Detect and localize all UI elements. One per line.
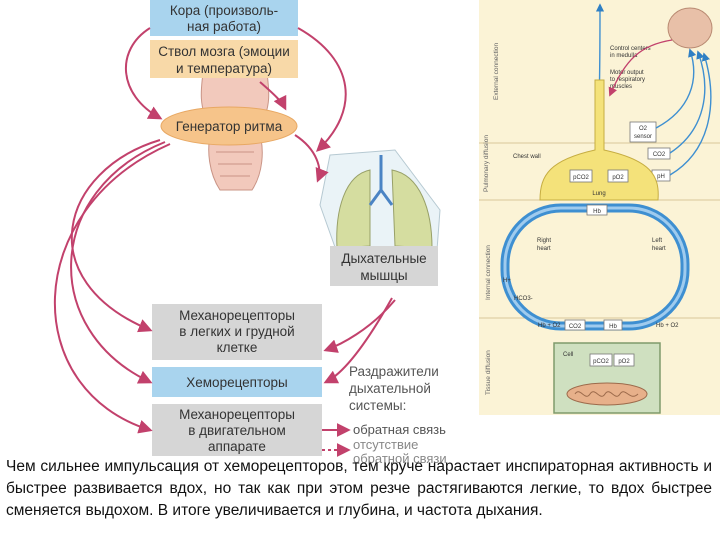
rhythm-generator-label: Генератор ритма xyxy=(176,119,283,134)
motor-signal-line xyxy=(608,39,673,97)
stimuli-title-line-2: дыхательной xyxy=(349,381,431,396)
arrow-generator-to-lungs xyxy=(294,134,329,183)
right-diagram: External connection Pulmonary diffusion … xyxy=(479,0,720,415)
motor-output-line-2: to respiratory xyxy=(610,77,645,83)
muscles-line-2: мышцы xyxy=(360,268,407,283)
motor-mechano-line-1: Механорецепторы xyxy=(179,407,295,422)
control-centers-line-2: in medulla xyxy=(610,53,638,59)
cell-pco2-box xyxy=(589,353,613,367)
stimuli-title-line-1: Раздражители xyxy=(349,364,439,379)
cortex-box xyxy=(150,0,298,36)
feedback-arrows xyxy=(54,27,396,434)
lungs-illustration xyxy=(319,149,441,251)
legend-absent-line-1: отсутствие xyxy=(353,437,418,452)
muscles-line-1: Дыхательные xyxy=(341,251,426,266)
motor-output-line-1: Motor output xyxy=(610,70,644,76)
lung-mechano-line-3: клетке xyxy=(217,340,258,355)
arrow-lung-mechano-loop xyxy=(70,139,161,333)
po2-label: pO2 xyxy=(612,175,624,181)
right-heart-line-1: Right xyxy=(537,238,551,244)
rhythm-generator-oval xyxy=(160,106,298,146)
co2-bottom-box xyxy=(564,319,586,331)
hb-o2-bottom-left-label: Hb + O2 xyxy=(538,323,561,329)
lung-airway-shape xyxy=(539,79,659,201)
lung-label: Lung xyxy=(592,191,605,197)
lung-mechano-line-2: в легких и грудной xyxy=(179,324,294,339)
co2-label: CO2 xyxy=(653,152,666,158)
left-diagram: Кора (произволь- ная работа) Ствол мозга… xyxy=(54,0,447,466)
pco2-label: pCO2 xyxy=(573,175,589,181)
cell-po2-box xyxy=(613,353,635,367)
motor-mechanoreceptors-box xyxy=(152,404,322,456)
left-heart-line-1: Left xyxy=(652,238,662,244)
cortex-line-1: Кора (произволь- xyxy=(170,3,278,18)
pco2-box xyxy=(569,169,593,183)
hb-o2-bottom-right-label: Hb + O2 xyxy=(656,323,679,329)
lung-mechanoreceptors-box xyxy=(152,304,322,360)
caption-text: Чем сильнее импульсация от хеморецепторо… xyxy=(6,458,712,519)
hb-top-label: Hb xyxy=(593,209,601,215)
motor-mechano-line-2: в двигательном xyxy=(188,423,286,438)
co2-box xyxy=(647,147,671,160)
chemoreceptors-label: Хеморецепторы xyxy=(186,375,287,390)
legend-absent-line-2: обратной связи xyxy=(353,451,447,466)
stimuli-title-line-3: системы: xyxy=(349,398,406,413)
cell-pco2-label: pCO2 xyxy=(593,359,609,365)
band-internal-label: Internal connection xyxy=(485,245,492,300)
o2-sensor-box xyxy=(629,121,657,143)
chemoreceptors-box xyxy=(152,367,322,397)
legend-feedback-label: обратная связь xyxy=(353,422,446,437)
brainstem-line-2: и температура) xyxy=(176,61,272,76)
respiratory-muscles-box xyxy=(330,246,438,286)
cell-label: Cell xyxy=(563,352,573,358)
ph-label: pH xyxy=(657,174,665,180)
o2-sensor-line-1: O2 xyxy=(639,126,648,132)
chest-wall-label: Chest wall xyxy=(513,154,541,160)
band-tissue-label: Tissue diffusion xyxy=(485,350,492,395)
arrow-cortex-to-generator xyxy=(125,27,163,120)
arrow-muscles-to-lung-mechano xyxy=(323,299,396,353)
arrow-cortex-to-muscles xyxy=(297,27,347,152)
hb-bottom-box xyxy=(603,319,623,331)
cortex-line-2: ная работа) xyxy=(187,19,261,34)
o2-sensor-line-2: sensor xyxy=(634,134,652,140)
brain-illustration xyxy=(667,7,713,49)
band-external-label: External connection xyxy=(493,43,500,100)
hb-bottom-label: Hb xyxy=(609,324,617,330)
hco3-label: HCO3- xyxy=(514,296,533,302)
mitochondrion-illustration xyxy=(566,382,648,406)
co2-bottom-label: CO2 xyxy=(569,324,582,330)
band-pulmonary-label: Pulmonary diffusion xyxy=(483,135,490,192)
arrow-brainstem-to-generator xyxy=(259,81,287,111)
arrow-chemo-loop xyxy=(70,141,166,384)
po2-box xyxy=(607,169,629,183)
arrow-muscles-to-chemo xyxy=(323,297,393,384)
hb-top-box xyxy=(586,204,608,216)
arrow-motor-mechano-loop xyxy=(54,143,171,434)
control-centers-line-1: Control centers xyxy=(610,46,651,52)
brainstem-box xyxy=(150,40,298,78)
left-heart-line-2: heart xyxy=(652,246,666,252)
brainstem-line-1: Ствол мозга (эмоции xyxy=(158,44,290,59)
right-heart-line-2: heart xyxy=(537,246,551,252)
motor-output-line-3: muscles xyxy=(610,84,632,90)
lung-mechano-line-1: Механорецепторы xyxy=(179,308,295,323)
h-plus-label: H+ xyxy=(503,278,511,284)
motor-mechano-line-3: аппарате xyxy=(208,439,266,454)
cell-po2-label: pO2 xyxy=(618,359,630,365)
